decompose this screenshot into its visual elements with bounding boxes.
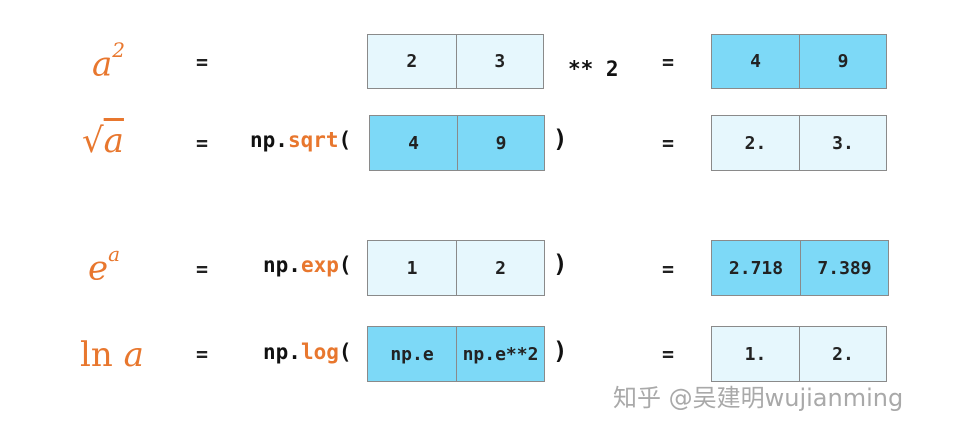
input-array: np.e np.e**2 bbox=[367, 326, 545, 382]
close-paren: ) bbox=[553, 125, 568, 153]
math-sqrt-a: √a bbox=[82, 121, 124, 161]
array-cell: 3 bbox=[455, 35, 543, 88]
array-cell: 1. bbox=[712, 327, 799, 381]
array-cell: 9 bbox=[799, 35, 886, 88]
array-cell: 9 bbox=[457, 116, 544, 170]
array-cell: 7.389 bbox=[800, 241, 888, 295]
power-operator: ** 2 bbox=[568, 57, 619, 81]
radical-sign: √ bbox=[82, 121, 104, 161]
array-cell: 2.718 bbox=[712, 241, 800, 295]
equals-sign: = bbox=[196, 257, 209, 281]
equals-sign: = bbox=[662, 342, 675, 366]
array-cell: 2 bbox=[456, 241, 544, 295]
close-paren: ) bbox=[553, 250, 568, 278]
array-cell: 1 bbox=[368, 241, 456, 295]
function-call: np.exp( bbox=[263, 253, 352, 277]
output-array: 4 9 bbox=[711, 34, 887, 89]
math-e-power-a: ea bbox=[88, 242, 121, 289]
input-array: 4 9 bbox=[369, 115, 545, 171]
array-cell: 4 bbox=[370, 116, 457, 170]
watermark: 知乎 @吴建明wujianming bbox=[613, 384, 904, 412]
output-array: 2. 3. bbox=[711, 115, 887, 171]
math-ln-a: ln a bbox=[80, 335, 144, 375]
array-cell: np.e bbox=[368, 327, 456, 381]
equals-sign: = bbox=[662, 50, 675, 74]
equals-sign: = bbox=[196, 50, 209, 74]
array-cell: 2. bbox=[799, 327, 886, 381]
output-array: 2.718 7.389 bbox=[711, 240, 889, 296]
equals-sign: = bbox=[196, 131, 209, 155]
input-array: 2 3 bbox=[367, 34, 544, 89]
array-cell: 2. bbox=[712, 116, 799, 170]
array-cell: 3. bbox=[799, 116, 886, 170]
array-cell: np.e**2 bbox=[456, 327, 544, 381]
array-cell: 4 bbox=[712, 35, 799, 88]
math-a-squared: a2 bbox=[92, 38, 126, 85]
equals-sign: = bbox=[662, 257, 675, 281]
equals-sign: = bbox=[196, 342, 209, 366]
function-call: np.log( bbox=[263, 340, 352, 364]
array-cell: 2 bbox=[368, 35, 456, 88]
close-paren: ) bbox=[553, 337, 568, 365]
function-call: np.sqrt( bbox=[250, 128, 352, 152]
input-array: 1 2 bbox=[367, 240, 545, 296]
equals-sign: = bbox=[662, 131, 675, 155]
output-array: 1. 2. bbox=[711, 326, 887, 382]
